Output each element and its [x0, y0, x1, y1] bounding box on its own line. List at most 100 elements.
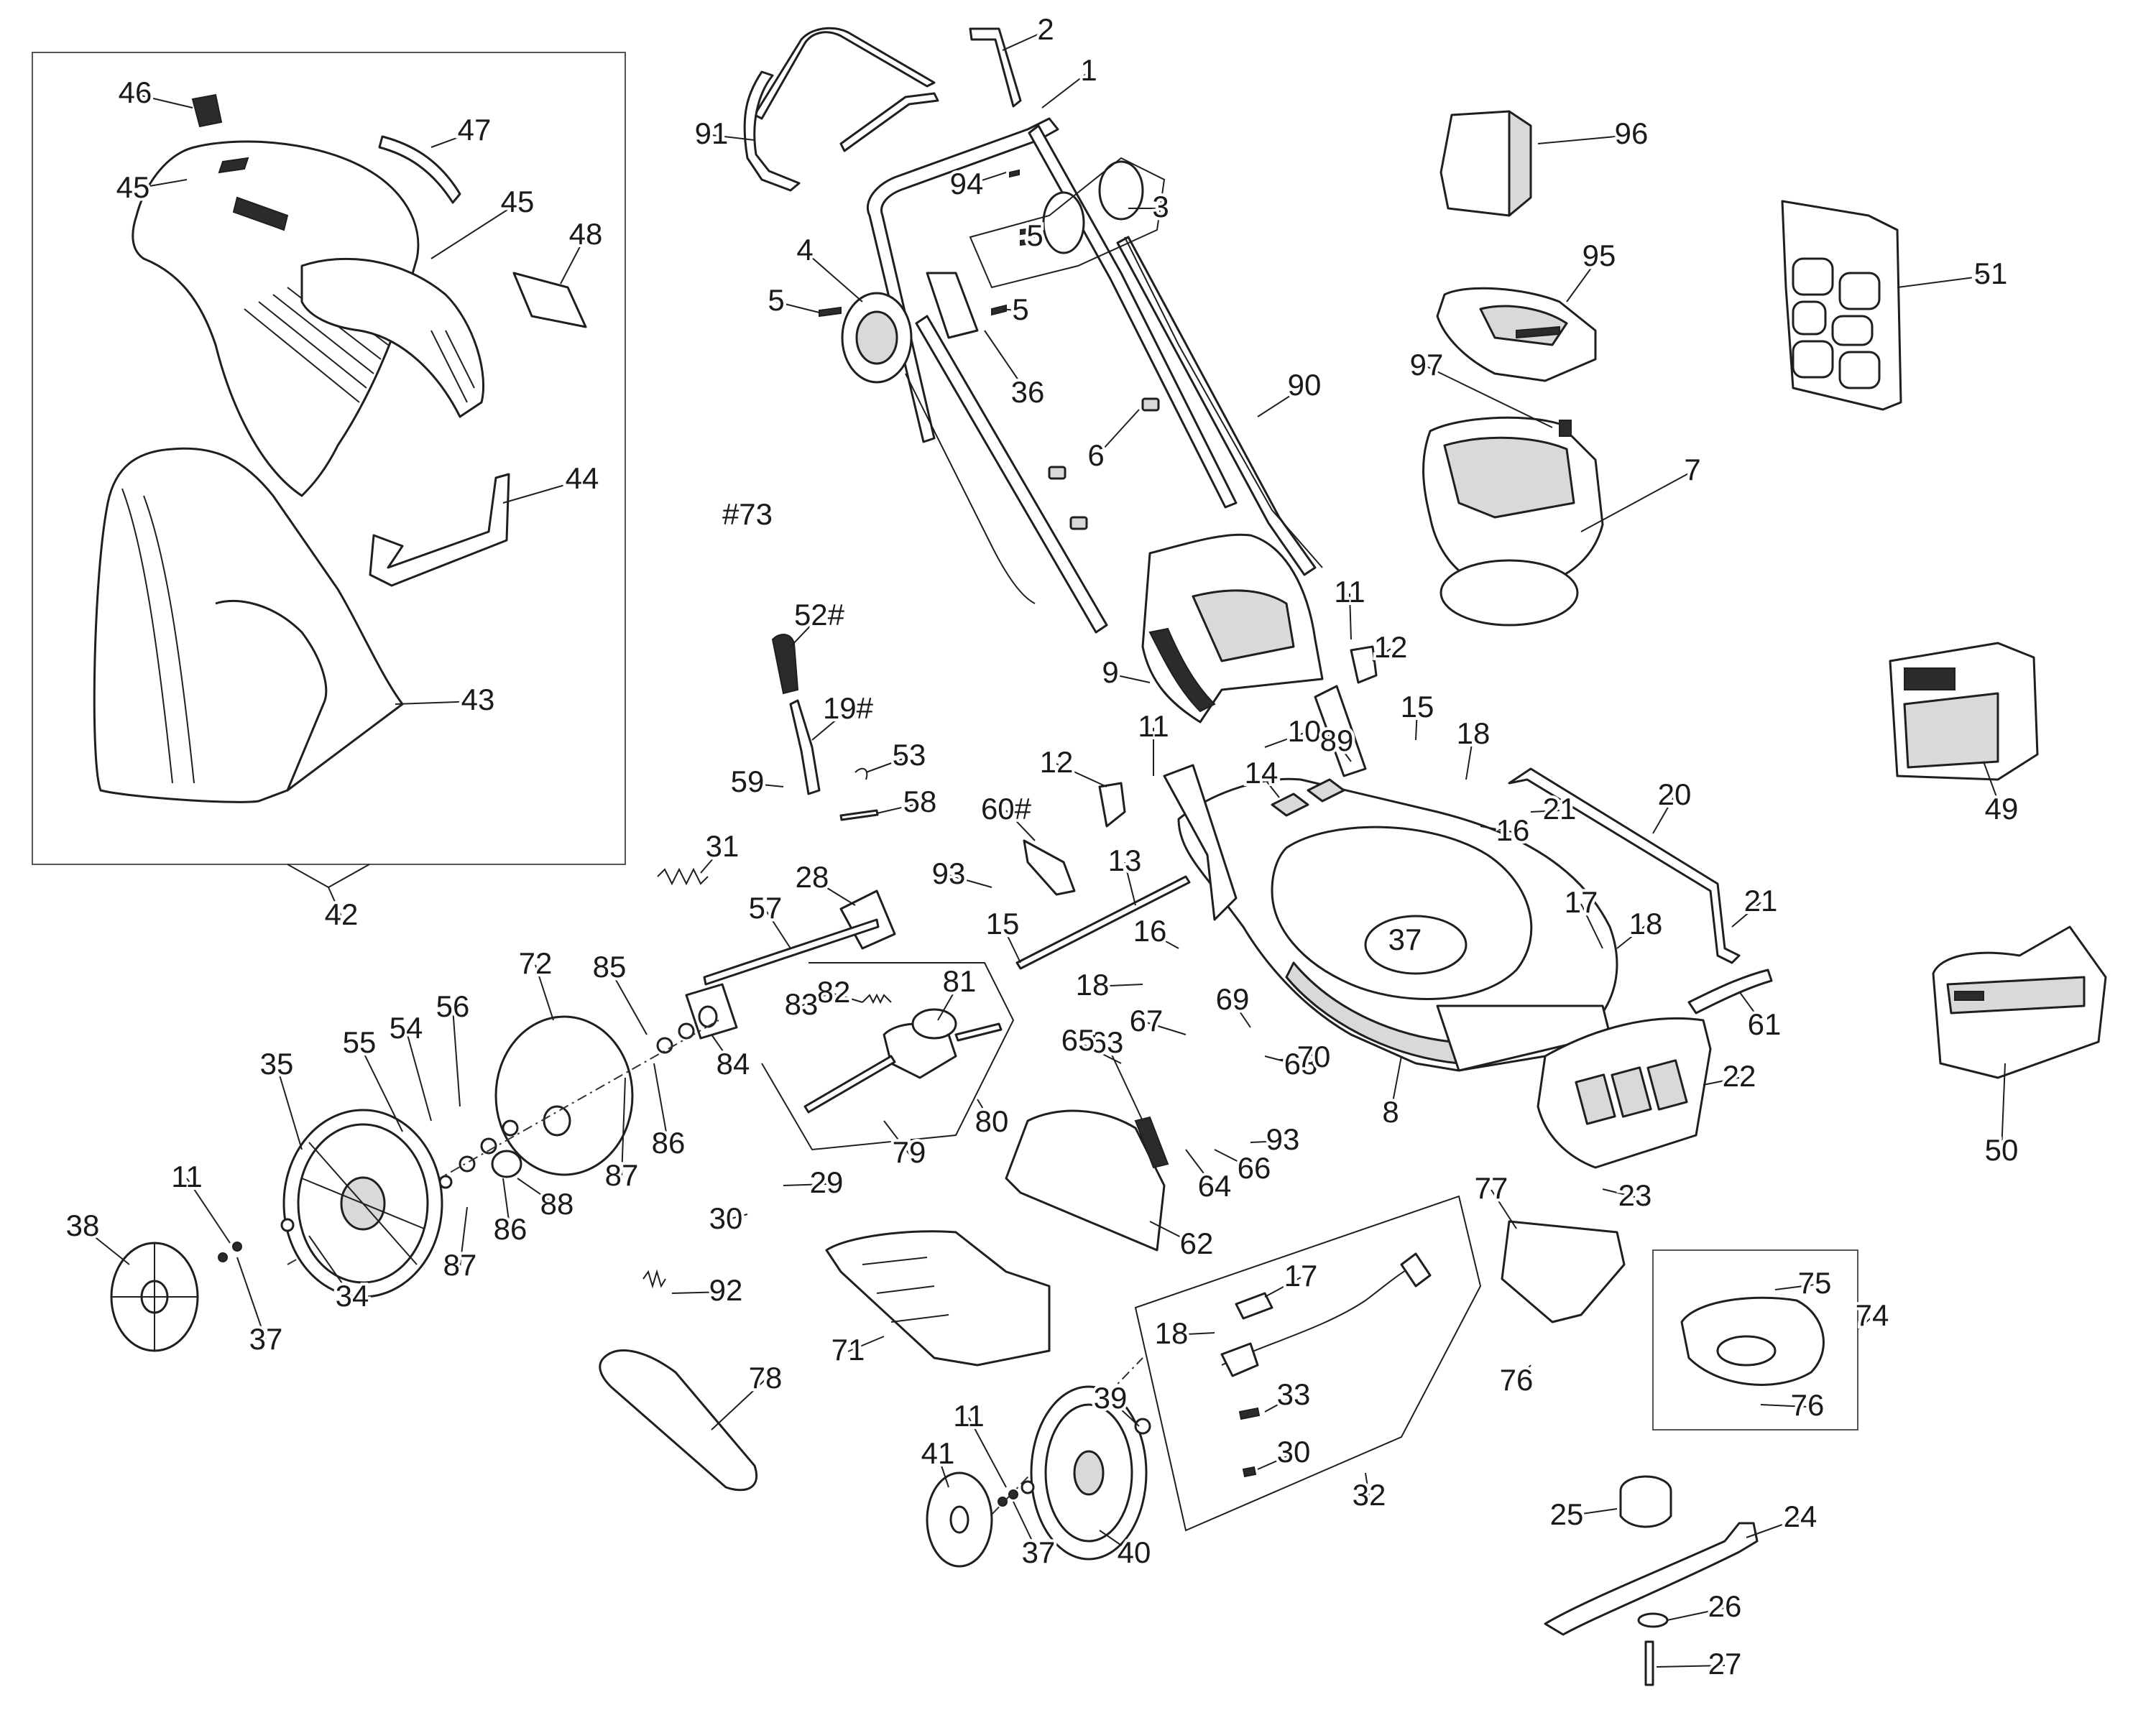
leader-line-c71: [847, 1336, 885, 1352]
leader-line-c53: [865, 756, 910, 773]
callout-c29: 29: [810, 1165, 844, 1199]
callout-c70: 70: [1297, 1040, 1331, 1073]
callout-c97: 97: [1410, 348, 1444, 382]
callout-c75: 75: [1798, 1266, 1832, 1300]
callout-c62: 62: [1180, 1226, 1214, 1260]
blade-adapter: [1619, 1475, 1672, 1528]
leader-line-c61: [1738, 991, 1765, 1027]
leader-line-c93a: [948, 874, 992, 888]
callout-c33: 33: [1277, 1377, 1311, 1411]
mower-deck: [1177, 777, 1618, 1072]
leader-line-c21a: [1530, 810, 1560, 813]
leader-line-c30b: [1257, 1453, 1294, 1470]
callout-c35: 35: [260, 1047, 294, 1081]
callout-c37b: 37: [249, 1322, 283, 1356]
callout-c26: 26: [1708, 1589, 1742, 1623]
leader-line-c31: [700, 847, 723, 874]
callout-c58: 58: [903, 785, 937, 818]
callout-c30a: 30: [709, 1201, 743, 1235]
bushing: [491, 1150, 522, 1178]
callout-c93b: 93: [1266, 1122, 1300, 1156]
callout-c60: 60#: [981, 792, 1032, 826]
callout-c84: 84: [717, 1047, 750, 1081]
leader-line-c7: [1580, 471, 1693, 532]
callout-c18b: 18: [1629, 907, 1663, 940]
callout-c45b: 45: [501, 185, 535, 218]
callout-c12a: 12: [1040, 745, 1074, 779]
leader-line-c18b: [1616, 925, 1646, 949]
front-wheel: [1030, 1385, 1148, 1561]
leader-line-c25: [1566, 1508, 1618, 1517]
leader-line-c37c: [1013, 1501, 1039, 1555]
leader-line-c76a: [1516, 1364, 1531, 1382]
callout-c87a: 87: [605, 1158, 639, 1192]
callout-c38: 38: [66, 1208, 100, 1242]
leader-line-c8: [1390, 1055, 1402, 1114]
callout-c52: 52#: [794, 598, 845, 632]
callout-c28: 28: [796, 860, 829, 894]
callout-c37c: 37: [1022, 1535, 1056, 1569]
callout-c64: 64: [1198, 1169, 1232, 1203]
leader-line-c36: [984, 330, 1028, 394]
leader-line-c15b: [1002, 925, 1021, 963]
callout-c94: 94: [950, 167, 984, 200]
callout-c55: 55: [343, 1025, 377, 1059]
leader-line-c29: [783, 1183, 827, 1186]
leader-line-c42: [328, 887, 342, 917]
front-axle-rod: [1015, 875, 1191, 970]
leader-line-c24: [1746, 1517, 1801, 1538]
callout-c78: 78: [749, 1361, 783, 1395]
leader-line-c65: [1077, 1041, 1122, 1064]
callout-c87b: 87: [443, 1248, 477, 1282]
callout-c32: 32: [1353, 1478, 1386, 1512]
callout-c15a: 15: [1401, 690, 1434, 724]
leader-line-c50: [2001, 1063, 2006, 1152]
callout-c3: 3: [1152, 190, 1169, 223]
leader-line-c77: [1491, 1189, 1517, 1229]
leader-line-c96: [1537, 134, 1632, 144]
leader-line-c51: [1897, 274, 1991, 288]
callout-c56: 56: [436, 989, 470, 1023]
callout-c24: 24: [1784, 1499, 1818, 1533]
battery-charger: [1932, 925, 2107, 1079]
leader-line-c13: [1124, 861, 1136, 906]
callout-c67: 67: [1130, 1004, 1164, 1037]
leader-line-c74: [1857, 1316, 1873, 1330]
leader-line-c97: [1426, 366, 1553, 428]
leader-line-c57: [765, 909, 791, 949]
callout-c5b: 5: [1012, 292, 1028, 326]
callout-c20: 20: [1658, 777, 1692, 811]
leader-line-c95: [1566, 256, 1600, 302]
drive-group-outline: [761, 962, 1015, 1151]
leader-line-c90: [1257, 386, 1305, 417]
callout-c49: 49: [1985, 792, 2019, 826]
wheel-cover-disc: [494, 1015, 634, 1176]
callout-c86a: 86: [652, 1126, 686, 1160]
leader-line-c93b: [1250, 1140, 1284, 1143]
callout-c7: 7: [1684, 453, 1700, 486]
cable-clip: [1141, 397, 1160, 412]
callout-c18c: 18: [1076, 968, 1110, 1002]
callout-c17b: 17: [1284, 1259, 1318, 1293]
callout-c44: 44: [566, 461, 599, 495]
leader-line-c26: [1667, 1607, 1726, 1621]
trim-strip-rear: [1687, 969, 1773, 1015]
callout-c23: 23: [1618, 1178, 1652, 1212]
callout-c95: 95: [1583, 239, 1616, 272]
top-handle-bar: [753, 27, 936, 120]
grass-catcher-frame: [32, 52, 626, 865]
leader-line-c16b: [1480, 826, 1514, 833]
callout-c18a: 18: [1457, 716, 1491, 750]
callout-c77: 77: [1475, 1171, 1508, 1205]
leader-line-c87a: [621, 1077, 626, 1178]
leader-line-c83: [801, 991, 834, 1007]
lever-grip: [771, 634, 799, 695]
callout-c93a: 93: [932, 856, 966, 890]
callout-c10: 10: [1288, 714, 1322, 748]
callout-c15b: 15: [986, 907, 1020, 940]
leader-line-c12a: [1056, 763, 1107, 787]
callout-c88: 88: [540, 1187, 574, 1221]
leader-line-c11d: [968, 1417, 1007, 1488]
leader-line-c64: [1185, 1149, 1215, 1188]
leader-line-c66: [1214, 1149, 1255, 1170]
